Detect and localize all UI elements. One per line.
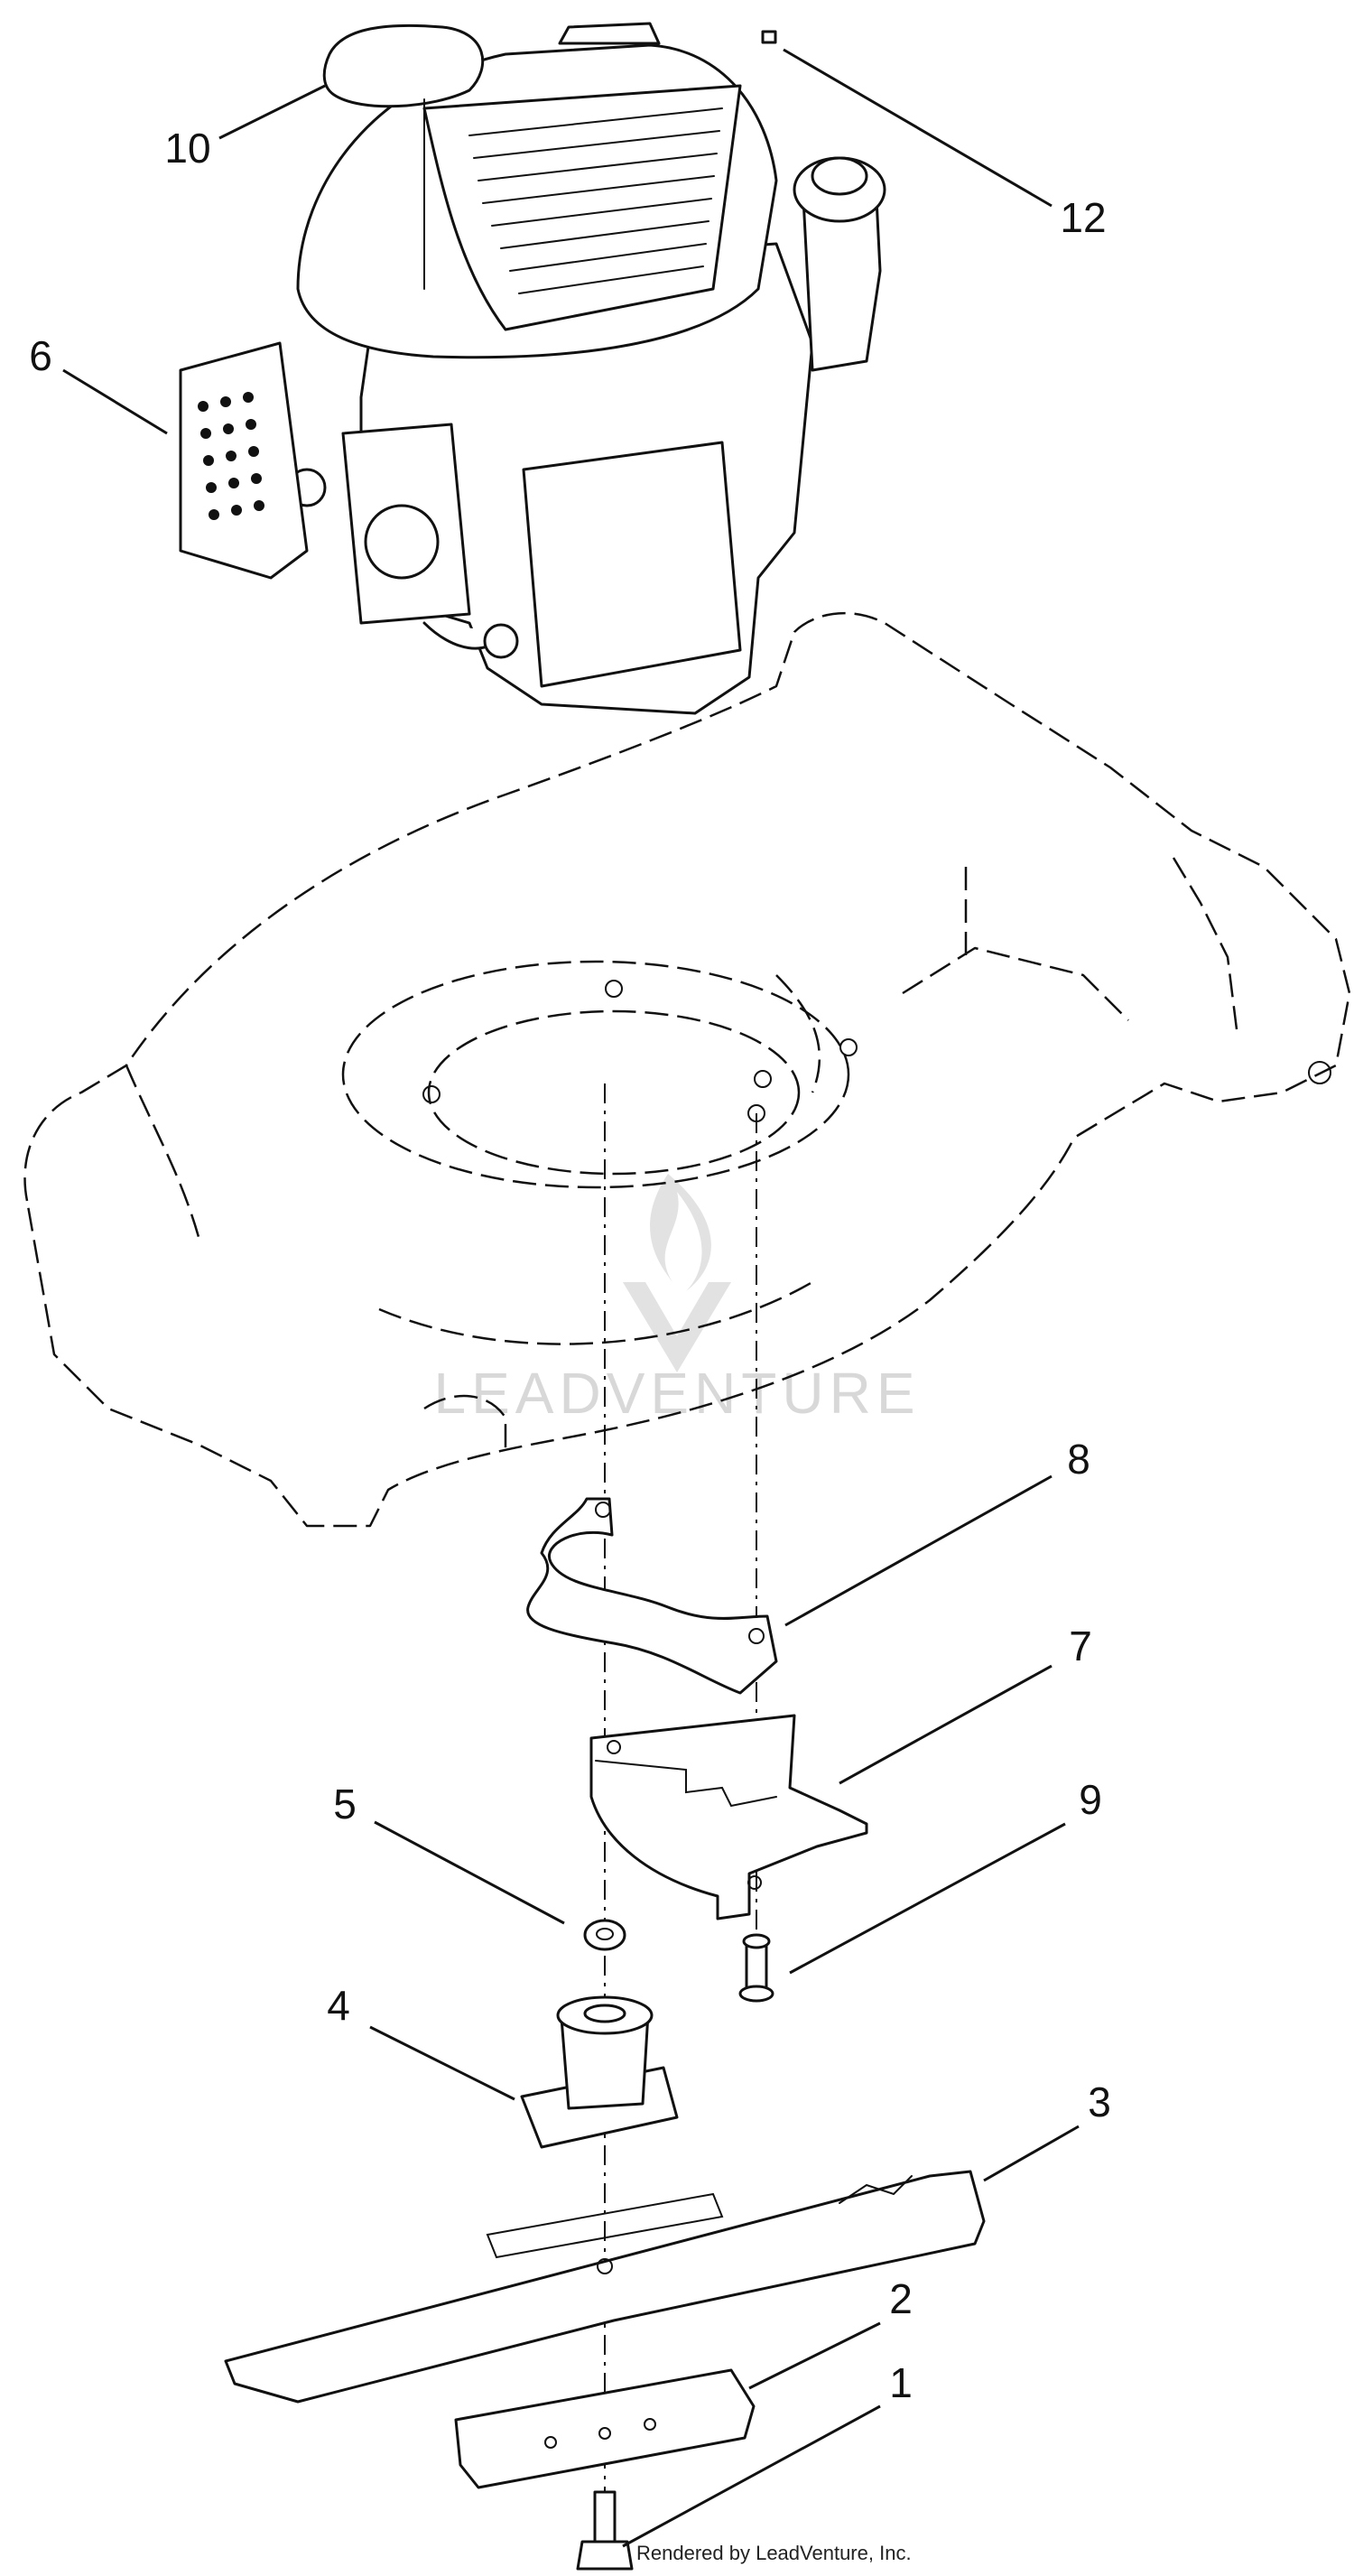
part-5-washer [583, 1919, 626, 1951]
leader-12 [783, 48, 1053, 208]
part-8-bracket [526, 1497, 778, 1695]
leader-8 [784, 1474, 1053, 1627]
render-credit: Rendered by LeadVenture, Inc. [636, 2542, 912, 2564]
part-10-decal [322, 23, 485, 108]
part-6-heat-shield [179, 341, 309, 580]
callout-7: 7 [1069, 1623, 1092, 1669]
watermark-text: LEADVENTURE [434, 1361, 921, 1426]
leader-10 [218, 84, 326, 140]
flame-logo-icon [650, 1174, 711, 1291]
callout-9: 9 [1079, 1776, 1102, 1823]
leader-3 [983, 2125, 1080, 2182]
recoil-grill [468, 107, 723, 294]
callout-6: 6 [29, 332, 52, 379]
callout-8: 8 [1067, 1436, 1090, 1483]
callout-12: 12 [1060, 194, 1106, 241]
callout-4: 4 [327, 1982, 350, 2029]
part-4-blade-adapter [520, 1995, 679, 2149]
callout-3: 3 [1088, 2078, 1111, 2125]
leadventure-watermark: LEADVENTURE [434, 1174, 921, 1426]
part-7-shield [589, 1714, 868, 1920]
leader-9 [789, 1822, 1066, 1975]
leader-2 [748, 2321, 881, 2390]
part-2-stiffener [454, 2368, 756, 2489]
part-3-blade [224, 2170, 986, 2404]
leader-7 [839, 1664, 1053, 1785]
callout-2: 2 [889, 2275, 913, 2322]
callout-1: 1 [889, 2359, 913, 2406]
engine-assembly [287, 22, 886, 715]
v-logo-icon [623, 1282, 731, 1372]
leader-1 [622, 2404, 881, 2548]
callout-5: 5 [333, 1781, 357, 1827]
callout-10: 10 [164, 125, 210, 172]
leader-4 [369, 2025, 515, 2101]
part-1-blade-bolt [576, 2490, 634, 2571]
mower-deck [23, 611, 1351, 1528]
part-9-bolt [738, 1933, 774, 2003]
leader-6 [62, 368, 168, 435]
part-12-plug [761, 30, 777, 44]
leader-5 [374, 1820, 565, 1925]
